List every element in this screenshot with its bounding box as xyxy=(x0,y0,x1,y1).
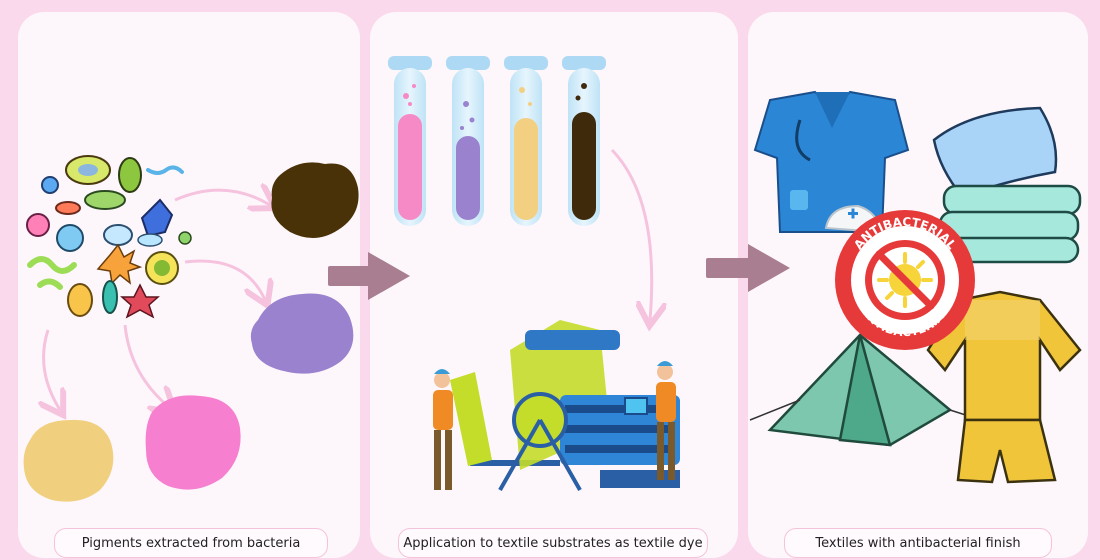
caption-antibacterial-textiles: Textiles with antibacterial finish xyxy=(784,528,1052,558)
pigment-blob-yellow xyxy=(23,419,114,502)
pigment-blob-brown xyxy=(271,162,359,239)
pigment-blob-pink xyxy=(145,395,241,490)
tent-icon xyxy=(749,333,976,447)
test-tube-icon xyxy=(388,56,606,226)
sports-jersey-icon xyxy=(926,290,1082,484)
pillow-icon xyxy=(932,106,1058,198)
textile-machine-icon xyxy=(450,320,680,491)
flow-arrow-curve xyxy=(610,148,652,320)
bacteria-cluster-icon xyxy=(26,155,192,319)
panel-application xyxy=(370,12,738,558)
worker-icon xyxy=(433,361,676,490)
flow-arrow-icon xyxy=(328,244,790,300)
pigment-blob-purple xyxy=(250,293,354,374)
caption-application: Application to textile substrates as tex… xyxy=(398,528,708,558)
caption-pigments: Pigments extracted from bacteria xyxy=(54,528,328,558)
pigment-flow-arrows xyxy=(44,190,270,410)
antibacterial-badge-icon: ANTIBACTERIAL ANTIBACTERIAL xyxy=(835,210,975,350)
scrubs-icon xyxy=(753,90,910,233)
folded-towels-icon xyxy=(938,184,1082,264)
